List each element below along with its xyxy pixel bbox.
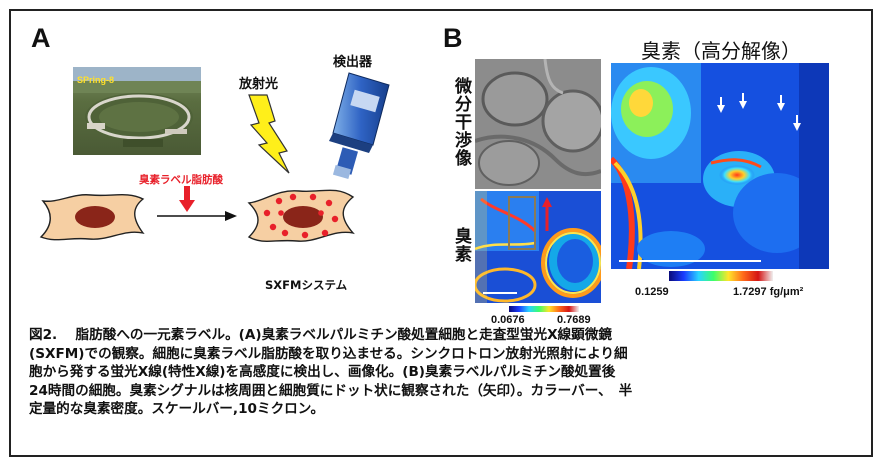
labeled-cell-drawing — [247, 189, 355, 242]
caption-line: 胞から発する蛍光X線(特性X線)を高感度に検出し、画像化。(B)臭素ラベルパルミ… — [29, 364, 616, 380]
caption-line: 図2. 脂肪酸への一元素ラベル。(A)臭素ラベルパルミチン酸処置細胞と走査型蛍光… — [29, 327, 612, 343]
large-colorbar — [669, 271, 773, 281]
small-colorbar — [509, 306, 579, 312]
xray-label: 放射光 — [239, 77, 279, 92]
panel-b-letter: B — [443, 23, 463, 53]
dic-label: 微分干渉像 — [451, 77, 471, 167]
figure-caption: 図2. 脂肪酸への一元素ラベル。(A)臭素ラベルパルミチン酸処置細胞と走査型蛍光… — [29, 326, 879, 419]
hires-title: 臭素（高分解像） — [641, 39, 801, 63]
detector-label: 検出器 — [333, 55, 373, 70]
right-arrow-icon — [157, 211, 237, 221]
small-scale-max: 0.7689 — [557, 314, 591, 326]
large-scale-min: 0.1259 — [635, 286, 669, 298]
detector-icon — [329, 72, 390, 180]
untreated-cell-drawing — [39, 194, 145, 241]
spring8-ring-drawing — [73, 67, 201, 147]
bromine-hires-map — [611, 63, 829, 269]
system-label: SXFMシステム — [265, 278, 348, 292]
probe-label: 臭素ラベル脂肪酸 — [139, 174, 223, 186]
bromine-label: 臭素 — [451, 227, 471, 263]
small-scale-min: 0.0676 — [491, 314, 525, 326]
figure-frame: A SPring-8 放射光 検出器 — [9, 9, 873, 457]
panel-a-letter: A — [31, 23, 51, 53]
dic-image — [475, 59, 601, 189]
xray-bolt-icon — [248, 94, 290, 174]
caption-line: 定量的な臭素密度。スケールバー,10ミクロン。 — [29, 401, 325, 417]
photo-label: SPring-8 — [77, 75, 115, 85]
spring8-aerial-photo: SPring-8 — [73, 67, 201, 155]
caption-line: 24時間の細胞。臭素シグナルは核周囲と細胞質にドット状に観察された（矢印）。カラ… — [29, 382, 633, 399]
large-scale-max: 1.7297 fg/μm² — [733, 286, 804, 298]
red-down-arrow-icon — [179, 186, 195, 212]
bromine-small-map — [475, 191, 601, 303]
caption-line: (SXFM)での観察。細胞に臭素ラベル脂肪酸を取り込ませる。シンクロトロン放射光… — [29, 345, 628, 362]
